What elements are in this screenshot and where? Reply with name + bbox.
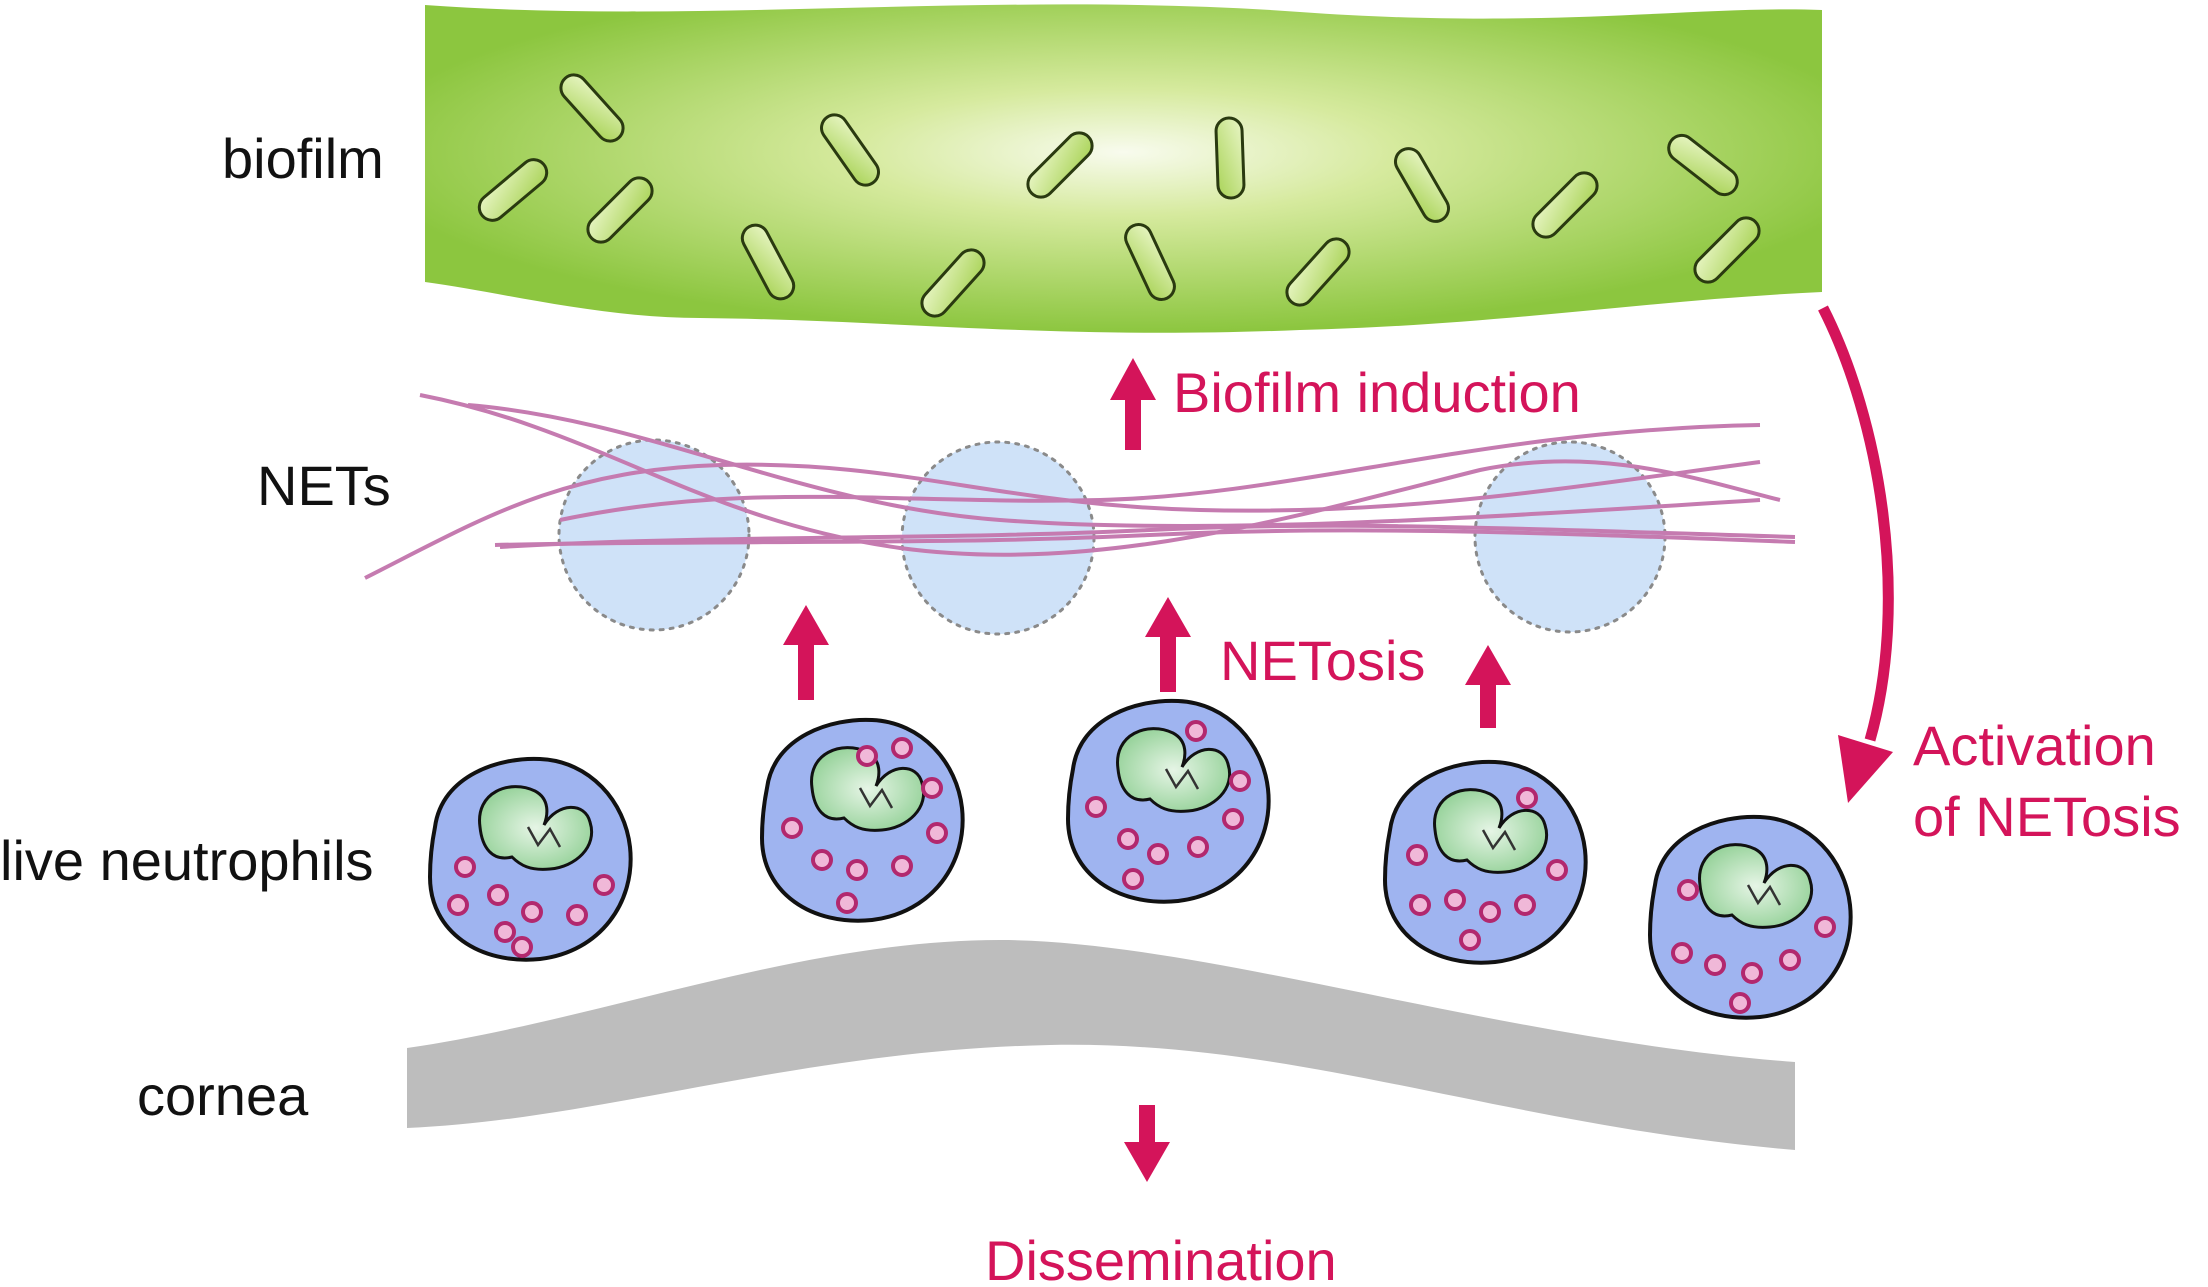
bacterium [1394, 147, 1450, 223]
granule [926, 822, 948, 844]
bacterium [820, 113, 880, 187]
granule [891, 737, 913, 759]
biofilm-band [425, 4, 1822, 333]
granule [487, 884, 509, 906]
granule [836, 892, 858, 914]
granule [521, 901, 543, 923]
biofilm-label: biofilm [222, 127, 384, 190]
bacterium [1667, 133, 1739, 197]
neutrophil-nucleus [478, 785, 593, 871]
bacteria [477, 73, 1761, 318]
bacterium [1693, 216, 1761, 284]
biofilm-induction-label: Biofilm induction [1173, 361, 1581, 424]
granule [1187, 836, 1209, 858]
bacterium [1124, 223, 1176, 301]
netosis-label: NETosis [1220, 629, 1425, 692]
nets-layer [364, 393, 1796, 636]
bacterium [740, 223, 796, 301]
biofilm-layer [425, 4, 1822, 333]
neutrophil [1065, 698, 1271, 904]
granule [1147, 843, 1169, 865]
granule [1229, 770, 1251, 792]
activation-label-line2: of NETosis [1913, 785, 2181, 848]
net-strand [467, 403, 1761, 529]
granule [1222, 808, 1244, 830]
granule [566, 904, 588, 926]
activation-label-line1: Activation [1913, 714, 2156, 777]
granule [1516, 787, 1538, 809]
neutrophil [1647, 814, 1853, 1020]
live-neutrophils-label: live neutrophils [0, 829, 374, 892]
arrows [783, 305, 1894, 1182]
granule [1546, 859, 1568, 881]
granule [1122, 868, 1144, 890]
net-strand [559, 423, 1761, 522]
granule [1677, 879, 1699, 901]
netosis-arrow [1465, 645, 1511, 728]
neutrophils [427, 698, 1853, 1020]
granule [1514, 894, 1536, 916]
neutrophil [1382, 759, 1588, 965]
granule [1779, 949, 1801, 971]
granule [921, 777, 943, 799]
cornea-layer [407, 940, 1795, 1150]
cornea-label: cornea [137, 1064, 309, 1127]
bacterium [477, 158, 549, 222]
granule [593, 874, 615, 896]
bacterium [1531, 171, 1599, 239]
net-bubble [557, 438, 751, 632]
granules [1085, 720, 1251, 890]
granule [494, 921, 516, 943]
granule [511, 936, 533, 958]
granules [1406, 787, 1568, 951]
granule [1185, 720, 1207, 742]
granule [454, 856, 476, 878]
bacterium [1285, 237, 1351, 307]
dissemination-label: Dissemination [985, 1229, 1337, 1287]
granule [1085, 796, 1107, 818]
neutrophil-nucleus [1698, 843, 1813, 929]
granule [781, 817, 803, 839]
bacterium [1214, 116, 1246, 200]
net-strand [494, 528, 1796, 547]
bacterium [920, 248, 986, 318]
nets-label: NETs [257, 454, 391, 517]
granules [447, 856, 615, 958]
granule [811, 849, 833, 871]
net-strand [364, 460, 1761, 580]
neutrophil [759, 717, 965, 923]
granule [846, 859, 868, 881]
neutrophil-nucleus [1433, 788, 1548, 874]
granule [1704, 954, 1726, 976]
bacterium [586, 176, 654, 244]
granule [1741, 962, 1763, 984]
granule [447, 894, 469, 916]
granule [891, 855, 913, 877]
net-strand [419, 393, 1781, 557]
dissemination-arrow [1124, 1105, 1170, 1182]
activation-arrow [1818, 305, 1894, 803]
netosis-arrow [783, 605, 829, 700]
granule [1117, 828, 1139, 850]
granules [781, 737, 948, 914]
neutrophil [427, 756, 633, 962]
granule [1814, 916, 1836, 938]
granule [856, 745, 878, 767]
granule [1479, 901, 1501, 923]
granule [1409, 894, 1431, 916]
granule [1729, 992, 1751, 1014]
netosis-arrow [1145, 597, 1191, 692]
granule [1444, 889, 1466, 911]
net-strands [364, 393, 1796, 580]
granules [1671, 879, 1836, 1014]
granule [1406, 844, 1428, 866]
bacterium [559, 73, 625, 143]
net-strand [499, 523, 1796, 549]
bacterium [1026, 131, 1094, 199]
granule [1671, 942, 1693, 964]
biofilm-induction-arrow [1110, 358, 1156, 450]
granule [1459, 929, 1481, 951]
neutrophil-nucleus [1116, 727, 1231, 813]
